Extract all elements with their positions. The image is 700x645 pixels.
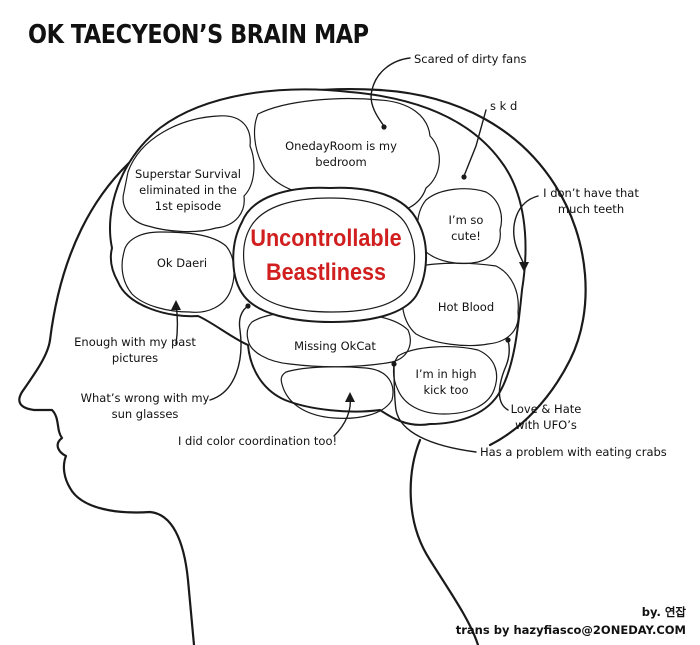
lobe-label-line: Missing OkCat (294, 339, 376, 353)
center-line-2: Beastliness (265, 259, 387, 286)
annotation-teeth: I don’t have that much teeth (536, 185, 646, 217)
lobe-label-superstar: Superstar Survival eliminated in the 1st… (132, 166, 244, 214)
pointer-color-arrow (345, 392, 355, 402)
annotation-line: What’s wrong with my (80, 391, 210, 405)
neck-back (409, 438, 480, 645)
pointer-sun-glasses-dot (245, 303, 251, 309)
lobe-label-cute: I’m so cute! (436, 212, 496, 244)
pointer-teeth (513, 195, 539, 267)
lobe-center-fold (243, 197, 416, 313)
credit-block: by. 연잡 trans by hazyfiasco@2ONEDAY.COM (456, 603, 686, 639)
annotation-skd: s k d (490, 99, 518, 113)
lobe-label-line: Hot Blood (437, 300, 495, 314)
lobe-highkick (392, 346, 498, 415)
pointer-dirty-fans-dot (381, 124, 387, 130)
lobe-label-line: Superstar Survival (135, 167, 241, 181)
pointer-skd (463, 109, 487, 177)
annotation-line: with UFO’s (515, 418, 577, 432)
lobe-label-highkick: I’m in high kick too (408, 366, 484, 398)
lobe-label-line: kick too (423, 383, 469, 397)
lobe-label-okcat: Missing OkCat (282, 338, 388, 354)
lobe-label-line: bedroom (315, 155, 367, 169)
annotation-line: Love & Hate (510, 402, 582, 416)
lobe-center (232, 186, 428, 323)
page-title: OK TAECYEON’S BRAIN MAP (28, 20, 369, 50)
head-outline (48, 87, 587, 447)
pointer-sun-glasses (209, 305, 249, 401)
lobe-label-line: Ok Daeri (156, 256, 208, 270)
pointer-past-pictures-arrow (171, 300, 181, 310)
pointer-teeth-arrow (519, 262, 529, 272)
pointer-ufo-dot (505, 337, 511, 343)
lobe-label-line: eliminated in the (139, 183, 237, 197)
face-profile (18, 338, 196, 645)
pointer-crabs (393, 363, 477, 453)
annotation-line: Enough with my past (74, 335, 196, 349)
annotation-sun-glasses: What’s wrong with my sun glasses (78, 390, 212, 422)
lobe-label-onedayroom: OnedayRoom is my bedroom (278, 138, 404, 170)
lobe-okdaeri (121, 231, 235, 313)
annotation-line: much teeth (557, 202, 625, 216)
lobe-label-line: cute! (451, 229, 481, 243)
pointer-ufo (498, 339, 511, 411)
lobe-superstar (122, 115, 255, 233)
annotation-line: sun glasses (111, 407, 179, 421)
lobe-label-hotblood: Hot Blood (428, 299, 504, 315)
center-line-1: Uncontrollable (250, 225, 402, 252)
annotation-line: pictures (111, 351, 159, 365)
annotation-crabs: Has a problem with eating crabs (480, 445, 667, 459)
lobe-label-line: OnedayRoom is my (285, 139, 397, 153)
lobe-label-line: I’m so (448, 213, 484, 227)
annotation-dirty-fans: Scared of dirty fans (414, 52, 527, 66)
annotation-past-pictures: Enough with my past pictures (72, 334, 198, 366)
center-label: Uncontrollable Beastliness (245, 222, 407, 290)
pointer-skd-dot (461, 174, 467, 180)
lobe-onedayroom (253, 97, 440, 213)
lobe-label-line: I’m in high (415, 367, 477, 381)
lobe-color-coordination (280, 366, 394, 419)
annotation-color-coordination: I did color coordination too! (178, 434, 338, 448)
credit-trans: trans by hazyfiasco@2ONEDAY.COM (455, 623, 686, 637)
annotation-line: I don’t have that (543, 186, 639, 200)
annotation-ufo: Love & Hate with UFO’s (506, 401, 586, 433)
pointer-dirty-fans (370, 57, 411, 127)
pointer-crabs-dot (391, 361, 397, 367)
lobe-label-okdaeri: Ok Daeri (142, 255, 222, 271)
lobe-label-line: 1st episode (154, 199, 222, 213)
credit-by: by. 연잡 (641, 605, 686, 619)
